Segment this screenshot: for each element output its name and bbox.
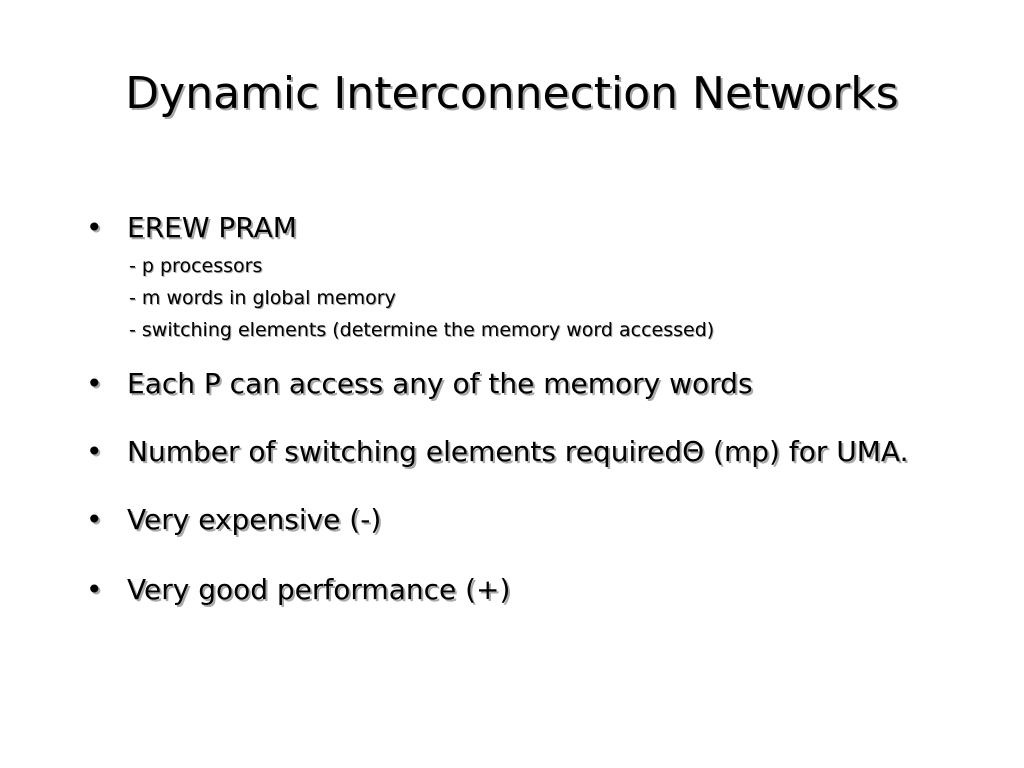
bullet-list: • EREW PRAM - p processors - m words in …: [86, 208, 956, 610]
bullet-marker: •: [86, 573, 103, 606]
bullet-item-switching-count: • Number of switching elements requiredΘ…: [86, 432, 956, 472]
bullet-text: Each P can access any of the memory word…: [127, 367, 753, 400]
bullet-item-access: • Each P can access any of the memory wo…: [86, 364, 956, 404]
bullet-text: Very good performance (+): [127, 573, 511, 606]
bullet-text: Number of switching elements requiredΘ (…: [127, 435, 909, 468]
bullet-marker: •: [86, 503, 103, 536]
bullet-text: EREW PRAM: [127, 211, 297, 244]
sub-item-switching-elements: - switching elements (determine the memo…: [129, 319, 715, 341]
bullet-marker: •: [86, 435, 103, 468]
slide-title: Dynamic Interconnection Networks: [125, 68, 899, 119]
sub-list: - p processors - m words in global memor…: [127, 250, 956, 346]
sub-item-processors: - p processors: [129, 255, 263, 277]
bullet-marker: •: [86, 211, 103, 244]
bullet-item-performance: • Very good performance (+): [86, 570, 956, 610]
sub-item-global-memory: - m words in global memory: [129, 287, 396, 309]
bullet-item-erew-pram: • EREW PRAM - p processors - m words in …: [86, 208, 956, 346]
bullet-item-expensive: • Very expensive (-): [86, 500, 956, 540]
bullet-marker: •: [86, 367, 103, 400]
bullet-text: Very expensive (-): [127, 503, 382, 536]
